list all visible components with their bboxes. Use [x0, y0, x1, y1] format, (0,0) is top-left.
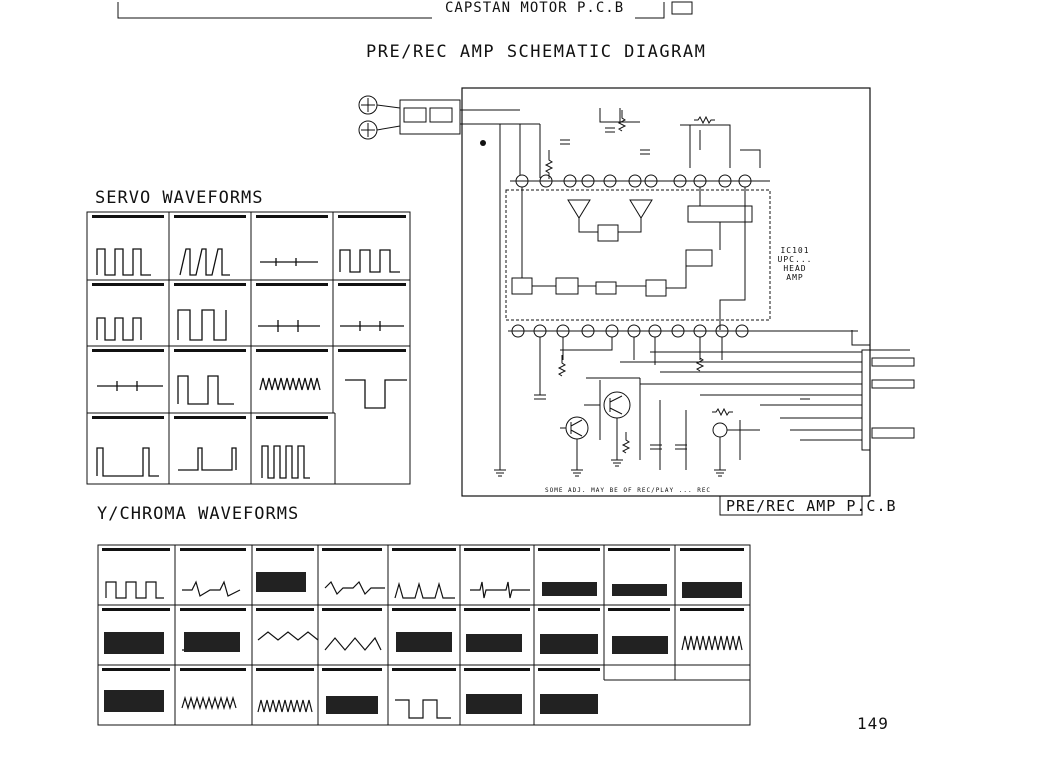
amp-triangle-2	[629, 199, 653, 219]
pcb-outline-lower	[719, 496, 863, 516]
rec-amp-block	[687, 205, 753, 223]
pre-rec-amp-pcb-label: PRE/REC AMP P.C.B	[726, 497, 897, 515]
top-corner-mark	[671, 1, 693, 15]
ic-outline	[505, 189, 771, 321]
servo-waveforms-title: SERVO WAVEFORMS	[95, 188, 264, 208]
det-block	[595, 281, 617, 295]
lpf-block	[645, 279, 667, 297]
ychroma-waveform-grid	[97, 544, 751, 726]
head-connector	[399, 99, 461, 135]
ychroma-burst-blocks	[104, 572, 742, 714]
capstan-motor-pcb-title: CAPSTAN MOTOR P.C.B	[445, 0, 625, 16]
head-amp-ic-label: IC101 UPC... HEAD AMP	[777, 246, 813, 282]
ground-symbols	[494, 459, 726, 477]
top-frame-right	[635, 2, 665, 19]
servo-waveform-grid	[86, 211, 411, 485]
schematic-note: SOME ADJ. MAY BE OF REC/PLAY ... REC	[545, 487, 712, 494]
switch-block	[597, 224, 619, 242]
pb-amp-block	[511, 277, 533, 295]
agc-block	[685, 249, 713, 267]
amp-triangle-1	[567, 199, 591, 219]
capacitors	[534, 127, 810, 450]
page-number: 149	[857, 714, 889, 733]
schematic-title: PRE/REC AMP SCHEMATIC DIAGRAM	[366, 42, 707, 62]
connector-right	[861, 349, 871, 451]
ychroma-waveforms-title: Y/CHROMA WAVEFORMS	[97, 504, 300, 524]
top-frame-left	[117, 2, 432, 19]
amp-block	[555, 277, 579, 295]
transistor-q2	[565, 416, 589, 440]
pcb-outline	[461, 87, 871, 497]
transistor-q1	[603, 391, 631, 419]
servo-cell-labels	[92, 215, 406, 419]
ychroma-cell-labels	[102, 548, 744, 671]
servo-waveform-traces	[96, 248, 407, 479]
ychroma-waveform-traces	[105, 580, 743, 719]
resistors	[544, 110, 733, 454]
dot-marker	[480, 140, 486, 146]
